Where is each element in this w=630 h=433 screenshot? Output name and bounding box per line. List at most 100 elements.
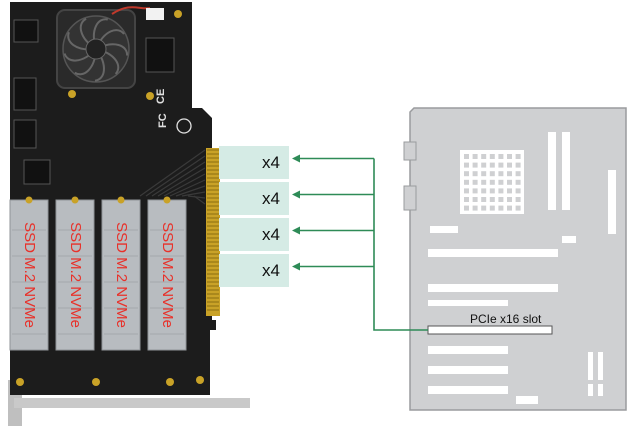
- board-connector: [588, 384, 593, 396]
- cpu-pin: [464, 154, 469, 159]
- io-notch: [403, 185, 417, 211]
- weee-mark-icon: [176, 118, 192, 134]
- cpu-pin: [498, 171, 504, 177]
- cpu-pin: [481, 188, 487, 194]
- cpu-pin: [481, 179, 487, 185]
- mount-hole: [92, 378, 100, 386]
- lane-band: [219, 182, 289, 215]
- cpu-pin: [481, 154, 487, 159]
- pcb-trace: [145, 155, 206, 197]
- lane-band: [219, 146, 289, 179]
- cpu-pin: [481, 205, 487, 211]
- pcb-trace: [163, 173, 206, 197]
- cpu-pin: [507, 179, 512, 185]
- ssd-label: SSD M.2 NVMe: [159, 222, 176, 328]
- cpu-pin: [515, 205, 521, 211]
- pcb-trace: [151, 161, 206, 197]
- ssd-module: SSD M.2 NVMe: [101, 196, 141, 351]
- ssd-module: SSD M.2 NVMe: [55, 196, 95, 351]
- ssd-screw: [25, 196, 33, 204]
- expansion-slot: [428, 386, 508, 394]
- io-notch: [403, 141, 417, 161]
- cpu-pin: [489, 205, 495, 211]
- pcb-trace: [139, 149, 206, 197]
- cpu-pin: [507, 154, 512, 159]
- ssd-module: SSD M.2 NVMe: [147, 196, 187, 351]
- lane-bands: x4 x4 x4 x4: [219, 146, 289, 287]
- cpu-pin: [481, 197, 487, 202]
- expansion-slot: [428, 284, 558, 292]
- cpu-pin: [472, 197, 478, 202]
- lane-band: [219, 254, 289, 287]
- cpu-pin: [507, 171, 512, 177]
- cpu-pin: [464, 162, 469, 168]
- lane-label: x4: [262, 225, 280, 244]
- board-component: [562, 236, 576, 243]
- ram-slot: [548, 132, 556, 210]
- pcb-trace: [193, 195, 206, 205]
- fan-connector: [146, 8, 164, 20]
- cpu-pin: [489, 171, 495, 177]
- pcb-trace: [157, 167, 206, 197]
- pcb-trace: [169, 179, 206, 197]
- cpu-pin: [515, 154, 521, 159]
- chip-component: [13, 119, 37, 149]
- pcb-traces: [139, 149, 206, 205]
- cpu-pin: [498, 179, 504, 185]
- cpu-pin: [515, 179, 521, 185]
- cpu-socket-grid: [464, 154, 521, 211]
- cpu-pin: [472, 171, 478, 177]
- lane-arrows: [292, 154, 428, 331]
- chip-component: [13, 19, 39, 43]
- ssd-label: SSD M.2 NVMe: [67, 222, 84, 328]
- lane-label: x4: [262, 261, 280, 280]
- mount-hole: [16, 378, 24, 386]
- motherboard: PCIe x16 slot: [403, 107, 627, 411]
- mount-hole: [196, 376, 204, 384]
- cpu-pin: [472, 179, 478, 185]
- arrow-trunk: [373, 158, 428, 331]
- cpu-pin: [507, 162, 512, 168]
- cpu-pin: [515, 188, 521, 194]
- ssd-screw: [117, 196, 125, 204]
- expansion-slot: [428, 366, 508, 374]
- fc-mark-icon: FC: [157, 113, 169, 128]
- lane-label: x4: [262, 153, 280, 172]
- pcie-x16-slot: [427, 325, 553, 335]
- cpu-pin: [489, 188, 495, 194]
- cpu-pin: [489, 162, 495, 168]
- ssd-modules: SSD M.2 NVMe SSD M.2 NVMe SSD M.2 NVMe SSD …: [9, 196, 187, 351]
- ssd-heatsink: [101, 199, 141, 351]
- cpu-pin: [515, 197, 521, 202]
- ssd-screw: [163, 196, 171, 204]
- gold-edge-connector: [206, 148, 220, 316]
- cpu-pin: [489, 197, 495, 202]
- edge-pins: [207, 149, 219, 311]
- cpu-pin: [472, 205, 478, 211]
- cpu-pin: [472, 162, 478, 168]
- cpu-pin: [515, 162, 521, 168]
- ce-mark-icon: CE: [155, 89, 167, 104]
- pcb-trace: [187, 195, 206, 199]
- board-component: [516, 396, 538, 404]
- lane-label: x4: [262, 189, 280, 208]
- ssd-heatsink: [55, 199, 95, 351]
- cpu-pin: [464, 188, 469, 194]
- cpu-pin: [464, 205, 469, 211]
- cpu-pin: [515, 171, 521, 177]
- cpu-pin: [489, 179, 495, 185]
- chip-component: [145, 37, 175, 73]
- ssd-label: SSD M.2 NVMe: [113, 222, 130, 328]
- mount-hole: [68, 90, 76, 98]
- cpu-pin: [464, 179, 469, 185]
- ram-slot: [608, 170, 616, 234]
- ssd-label: SSD M.2 NVMe: [21, 222, 38, 328]
- cpu-pin: [472, 188, 478, 194]
- cpu-pin: [498, 188, 504, 194]
- cpu-pin: [498, 162, 504, 168]
- expansion-slot: [428, 346, 508, 354]
- board-connector: [598, 352, 603, 380]
- mount-hole: [166, 378, 174, 386]
- cpu-pin: [498, 197, 504, 202]
